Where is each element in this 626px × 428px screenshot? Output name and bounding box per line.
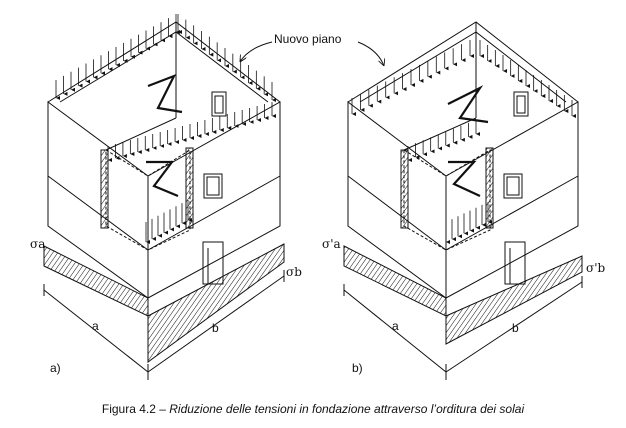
panel-b-column-left [400, 149, 409, 229]
panel-a-window-middle [203, 173, 223, 199]
panel-b-column-right [485, 147, 494, 229]
callout-arrows [240, 41, 384, 66]
panel-a-zigzag-lower [146, 160, 179, 198]
panel-b-foundation-right [445, 255, 583, 345]
panel-a-tag: a) [50, 361, 61, 375]
panel-a-building [43, 14, 285, 380]
panel-a-sigma-b: σb [286, 265, 302, 279]
panel-a-dimension-a: a [92, 319, 99, 333]
panel-a-zigzag-upper [147, 73, 183, 114]
panel-a-load-arrows [55, 14, 276, 244]
panel-b-cutaway [403, 149, 491, 251]
panel-b-zigzag-upper [447, 85, 489, 124]
panel-b-window-upper [513, 91, 529, 117]
panel-b-load-arrows [351, 40, 576, 244]
caption-prefix: Figura 4.2 – [101, 402, 170, 416]
callout-arrow-left [240, 41, 273, 62]
panel-a-window-upper [211, 91, 227, 117]
panel-b-zigzag-lower [448, 160, 481, 197]
panel-b-dimension-a: a [392, 319, 399, 333]
panel-b-dimension-b: b [512, 321, 519, 335]
panel-b-sigma-a: σ'a [322, 237, 341, 251]
panel-b-door [504, 241, 526, 285]
panel-a-column-left [100, 149, 109, 229]
panel-a-foundation-right [147, 243, 285, 363]
panel-a-column-right [185, 147, 194, 229]
panel-b-building [343, 21, 583, 380]
panel-b-window-middle [503, 173, 523, 199]
panel-a-roof-outline [47, 21, 281, 103]
panel-b-foundation-left [343, 245, 447, 317]
panel-b-sigma-b: σ'b [586, 261, 606, 275]
panel-b-tag: b) [352, 361, 363, 375]
panel-a-sigma-a: σa [30, 237, 46, 251]
callout-label: Nuovo piano [272, 32, 344, 46]
panel-a-foundation-left [43, 245, 149, 317]
figure-caption: Figura 4.2 – Riduzione delle tensioni in… [0, 402, 626, 416]
callout-arrow-right [357, 41, 384, 66]
caption-title: Riduzione delle tensioni in fondazione a… [169, 402, 525, 416]
panel-b-right-wall-ground [445, 101, 579, 299]
panel-a-dimension-b: b [212, 321, 219, 335]
